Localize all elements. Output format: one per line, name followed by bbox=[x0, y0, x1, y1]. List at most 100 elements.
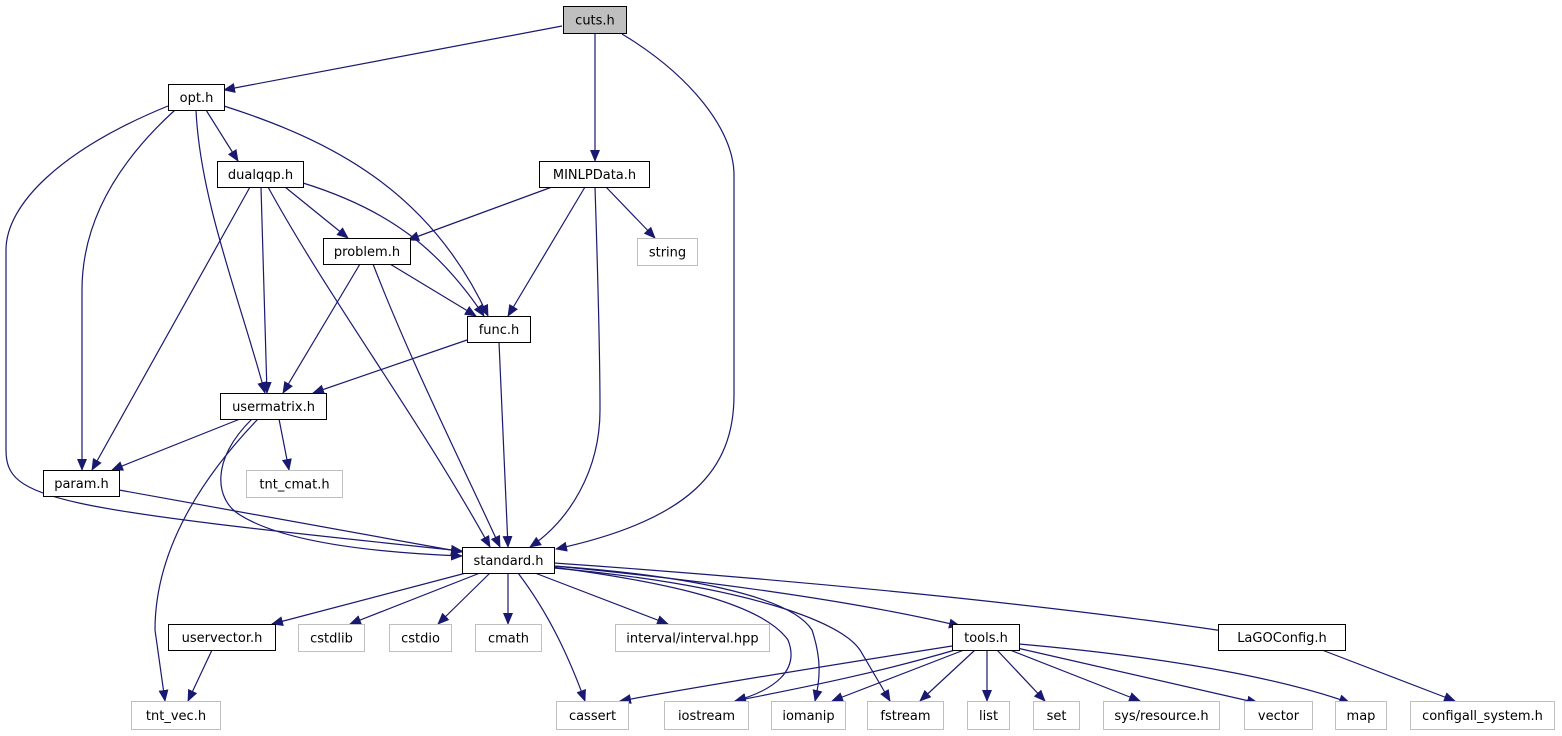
node-label: cuts.h bbox=[575, 14, 615, 29]
edge-tools-to-map bbox=[1018, 643, 1351, 704]
node-box bbox=[168, 84, 225, 111]
edge-standard-to-tools bbox=[553, 565, 961, 629]
edge-lago-to-configall bbox=[1321, 649, 1456, 702]
edge-problem-to-standard bbox=[372, 263, 501, 548]
node-label: usermatrix.h bbox=[232, 400, 315, 415]
node-box bbox=[323, 238, 411, 265]
node-cassert: cassert bbox=[556, 701, 629, 730]
node-box bbox=[220, 393, 327, 420]
node-box bbox=[1033, 701, 1080, 730]
node-func[interactable]: func.h bbox=[467, 316, 531, 343]
node-string: string bbox=[637, 238, 698, 266]
edge-standard-to-iomanip bbox=[553, 565, 823, 702]
node-box bbox=[1244, 701, 1313, 730]
node-label: uservector.h bbox=[182, 631, 263, 646]
node-box bbox=[771, 701, 846, 730]
node-label: standard.h bbox=[473, 554, 543, 569]
node-tools[interactable]: tools.h bbox=[952, 624, 1020, 651]
edge-dualqqp-to-problem bbox=[284, 186, 349, 239]
node-dualqqp[interactable]: dualqqp.h bbox=[217, 161, 304, 188]
edge-problem-to-func bbox=[389, 263, 477, 317]
node-label: cmath bbox=[488, 632, 529, 647]
edge-param-to-standard bbox=[118, 489, 463, 555]
node-problem[interactable]: problem.h bbox=[323, 238, 411, 265]
node-box bbox=[43, 470, 120, 497]
edge-tools-to-sysres bbox=[1009, 649, 1141, 702]
node-label: configall_system.h bbox=[1422, 709, 1543, 724]
node-box bbox=[389, 624, 452, 652]
edge-standard-to-cstdlib bbox=[349, 572, 481, 625]
node-vector: vector bbox=[1244, 701, 1313, 730]
node-label: sys/resource.h bbox=[1114, 709, 1208, 724]
edge-standard-to-interval bbox=[534, 572, 669, 625]
node-configall: configall_system.h bbox=[1410, 701, 1555, 730]
node-box bbox=[131, 701, 221, 730]
node-sysres: sys/resource.h bbox=[1103, 701, 1220, 730]
edge-minlp-to-standard bbox=[529, 186, 601, 548]
edge-standard-to-uservector bbox=[271, 572, 467, 627]
node-box bbox=[168, 624, 276, 651]
node-tntcmat: tnt_cmat.h bbox=[246, 470, 343, 498]
edge-uservector-to-tntvec bbox=[187, 649, 213, 702]
edge-func-to-standard bbox=[498, 341, 513, 548]
node-cmath: cmath bbox=[475, 624, 542, 652]
node-box bbox=[1335, 701, 1387, 730]
edge-dualqqp-to-usermatrix bbox=[260, 186, 272, 394]
edge-opt-to-standard bbox=[5, 105, 463, 555]
node-iomanip: iomanip bbox=[771, 701, 846, 730]
node-box bbox=[615, 624, 770, 652]
node-label: dualqqp.h bbox=[228, 168, 293, 183]
node-label: func.h bbox=[479, 323, 520, 338]
node-opt[interactable]: opt.h bbox=[168, 84, 225, 111]
edge-minlp-to-problem bbox=[407, 186, 553, 241]
node-label: tnt_vec.h bbox=[146, 709, 206, 724]
edge-standard-to-cassert bbox=[517, 572, 586, 702]
node-label: cstdlib bbox=[310, 632, 353, 647]
node-label: string bbox=[649, 246, 686, 261]
node-usermatrix[interactable]: usermatrix.h bbox=[220, 393, 327, 420]
node-label: MINLPData.h bbox=[553, 168, 636, 183]
node-cuts[interactable]: cuts.h bbox=[563, 6, 627, 34]
node-label: opt.h bbox=[180, 91, 214, 106]
node-box bbox=[539, 161, 650, 188]
edge-dualqqp-to-standard bbox=[267, 186, 491, 548]
edges bbox=[5, 25, 1456, 706]
edge-minlp-to-func bbox=[507, 186, 586, 317]
edge-usermatrix-to-tntcmat bbox=[278, 418, 292, 471]
node-label: map bbox=[1347, 709, 1376, 724]
edge-cuts-to-opt bbox=[223, 25, 563, 93]
node-minlp[interactable]: MINLPData.h bbox=[539, 161, 650, 188]
node-set: set bbox=[1033, 701, 1080, 730]
node-box bbox=[664, 701, 749, 730]
edge-tools-to-fstream bbox=[919, 649, 976, 702]
node-label: set bbox=[1047, 709, 1067, 724]
edge-usermatrix-to-tntvec bbox=[154, 418, 259, 702]
node-map: map bbox=[1335, 701, 1387, 730]
node-param[interactable]: param.h bbox=[43, 470, 120, 497]
edge-opt-to-func bbox=[223, 105, 489, 317]
node-box bbox=[563, 6, 627, 34]
node-box bbox=[462, 547, 555, 574]
edge-standard-to-fstream bbox=[553, 567, 891, 702]
edge-tools-to-set bbox=[996, 649, 1046, 702]
node-box bbox=[867, 701, 944, 730]
edge-cuts-to-standard bbox=[555, 33, 735, 552]
node-box bbox=[1103, 701, 1220, 730]
edge-standard-to-cstdio bbox=[437, 572, 491, 625]
edge-opt-to-dualqqp bbox=[205, 109, 239, 162]
node-standard[interactable]: standard.h bbox=[462, 547, 555, 574]
node-label: interval/interval.hpp bbox=[626, 632, 758, 647]
node-box bbox=[967, 701, 1010, 730]
node-lago[interactable]: LaGOConfig.h bbox=[1218, 624, 1346, 651]
node-label: problem.h bbox=[334, 245, 400, 260]
node-label: tnt_cmat.h bbox=[259, 478, 329, 493]
node-label: cstdio bbox=[401, 632, 440, 647]
node-box bbox=[298, 624, 365, 652]
node-uservector[interactable]: uservector.h bbox=[168, 624, 276, 651]
node-label: param.h bbox=[54, 477, 109, 492]
edge-minlp-to-string bbox=[605, 186, 656, 239]
node-label: list bbox=[979, 709, 998, 724]
node-list: list bbox=[967, 701, 1010, 730]
